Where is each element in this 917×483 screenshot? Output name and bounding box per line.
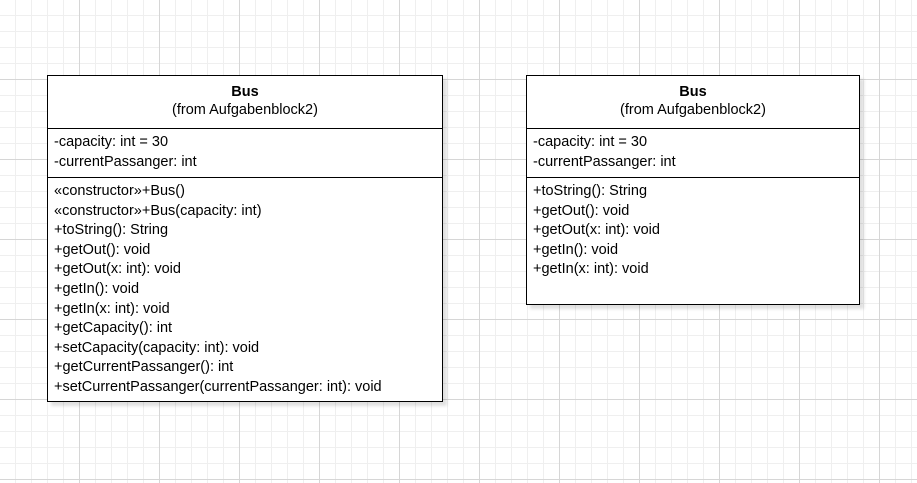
- operations-compartment: +toString(): String +getOut(): void +get…: [527, 178, 859, 280]
- operation-item: +getIn(x: int): void: [54, 300, 170, 317]
- operation-item: +getIn(): void: [54, 280, 140, 297]
- class-header: Bus (from Aufgabenblock2): [527, 76, 859, 129]
- attribute-item: -currentPassanger: int: [54, 153, 197, 170]
- operation-item: +toString(): String: [54, 222, 169, 239]
- operation-item: +getOut(x: int): void: [54, 261, 181, 278]
- attribute-item: -currentPassanger: int: [533, 153, 676, 170]
- operation-item: +getOut(): void: [533, 202, 630, 219]
- operation-item: +getOut(): void: [54, 241, 151, 258]
- operation-item: +setCapacity(capacity: int): void: [54, 339, 260, 356]
- attribute-item: -capacity: int = 30: [533, 134, 648, 150]
- class-header: Bus (from Aufgabenblock2): [48, 76, 442, 129]
- uml-class-bus-short[interactable]: Bus (from Aufgabenblock2) -capacity: int…: [526, 75, 860, 305]
- attributes-compartment: -capacity: int = 30 -currentPassanger: i…: [527, 129, 859, 178]
- operation-item: +getIn(): void: [533, 241, 619, 258]
- attributes-compartment: -capacity: int = 30 -currentPassanger: i…: [48, 129, 442, 178]
- operation-item: +getCurrentPassanger(): int: [54, 359, 234, 376]
- operation-item: «constructor»+Bus(): [54, 183, 185, 199]
- operation-item: +getOut(x: int): void: [533, 222, 660, 239]
- operations-compartment: «constructor»+Bus() «constructor»+Bus(ca…: [48, 178, 442, 398]
- class-package: (from Aufgabenblock2): [172, 102, 318, 118]
- class-package: (from Aufgabenblock2): [620, 102, 766, 118]
- operation-item: «constructor»+Bus(capacity: int): [54, 202, 262, 219]
- uml-class-bus-full[interactable]: Bus (from Aufgabenblock2) -capacity: int…: [47, 75, 443, 402]
- attribute-item: -capacity: int = 30: [54, 134, 169, 150]
- class-name: Bus: [231, 84, 259, 100]
- class-name: Bus: [679, 84, 707, 100]
- operation-item: +setCurrentPassanger(currentPassanger: i…: [54, 378, 382, 395]
- operation-item: +getIn(x: int): void: [533, 261, 649, 278]
- operation-item: +toString(): String: [533, 183, 648, 199]
- operation-item: +getCapacity(): int: [54, 320, 173, 337]
